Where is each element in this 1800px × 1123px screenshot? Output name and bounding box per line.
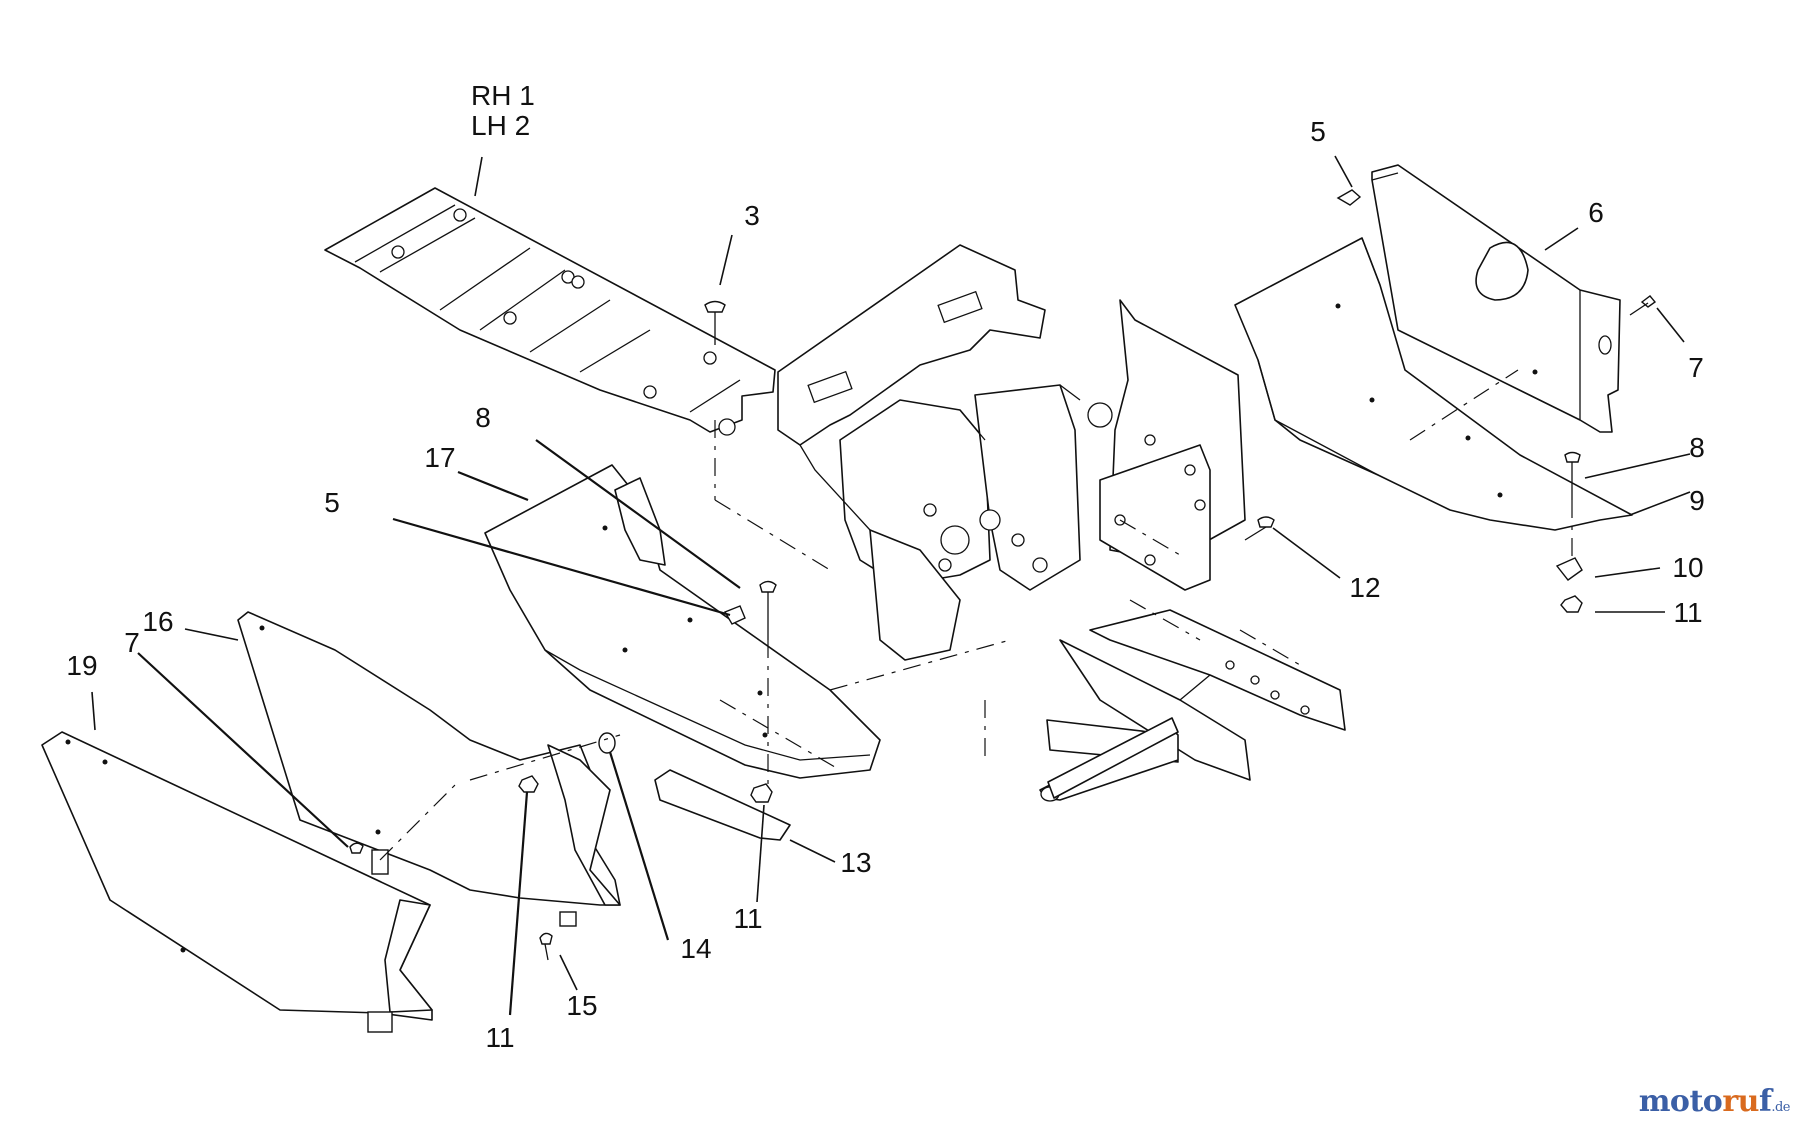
watermark-middle: ru	[1722, 1084, 1759, 1119]
callout-6: 6	[1588, 197, 1604, 228]
callout-17: 17	[424, 442, 455, 473]
callout-8-right: 8	[1689, 432, 1705, 463]
callout-5-top: 5	[1310, 116, 1326, 147]
callout-11-center: 11	[733, 903, 762, 934]
callout-8-left: 8	[475, 402, 491, 433]
callout-3: 3	[744, 200, 760, 231]
callout-11-bottom: 11	[485, 1022, 514, 1053]
callout-rh-1: RH 1	[471, 80, 535, 111]
watermark-logo: motoruf.de	[1638, 1084, 1791, 1119]
assembly-lines	[379, 369, 1573, 861]
watermark-prefix: moto	[1638, 1084, 1723, 1119]
callout-7-left: 7	[124, 627, 140, 658]
callout-lh-2: LH 2	[471, 110, 530, 141]
watermark-tld: .de	[1771, 1100, 1790, 1115]
axle	[1047, 717, 1179, 799]
callout-5-left: 5	[324, 487, 340, 518]
watermark-suffix: f	[1758, 1084, 1772, 1119]
callout-13: 13	[840, 847, 871, 878]
callout-15: 15	[566, 990, 597, 1021]
callout-19: 19	[66, 650, 97, 681]
side-panel-17	[484, 464, 881, 779]
side-panel-9	[1234, 237, 1633, 531]
leader-lines	[91, 155, 1691, 1016]
callout-labels: RH 1 LH 2 3 5 6 7 8 9 10 11 12 8 17 5 16…	[66, 80, 1704, 1053]
callout-14: 14	[680, 933, 711, 964]
callout-9: 9	[1689, 485, 1705, 516]
callout-11-right: 11	[1673, 597, 1702, 628]
hardware	[349, 189, 1657, 961]
fender-panel-6	[1371, 164, 1621, 433]
callout-7-right: 7	[1688, 352, 1704, 383]
callout-12: 12	[1349, 572, 1380, 603]
fender-panel-19	[41, 731, 433, 1033]
footrest-panel	[324, 187, 776, 436]
callout-16: 16	[142, 606, 173, 637]
callout-10: 10	[1672, 552, 1703, 583]
bracket-13	[654, 769, 791, 841]
